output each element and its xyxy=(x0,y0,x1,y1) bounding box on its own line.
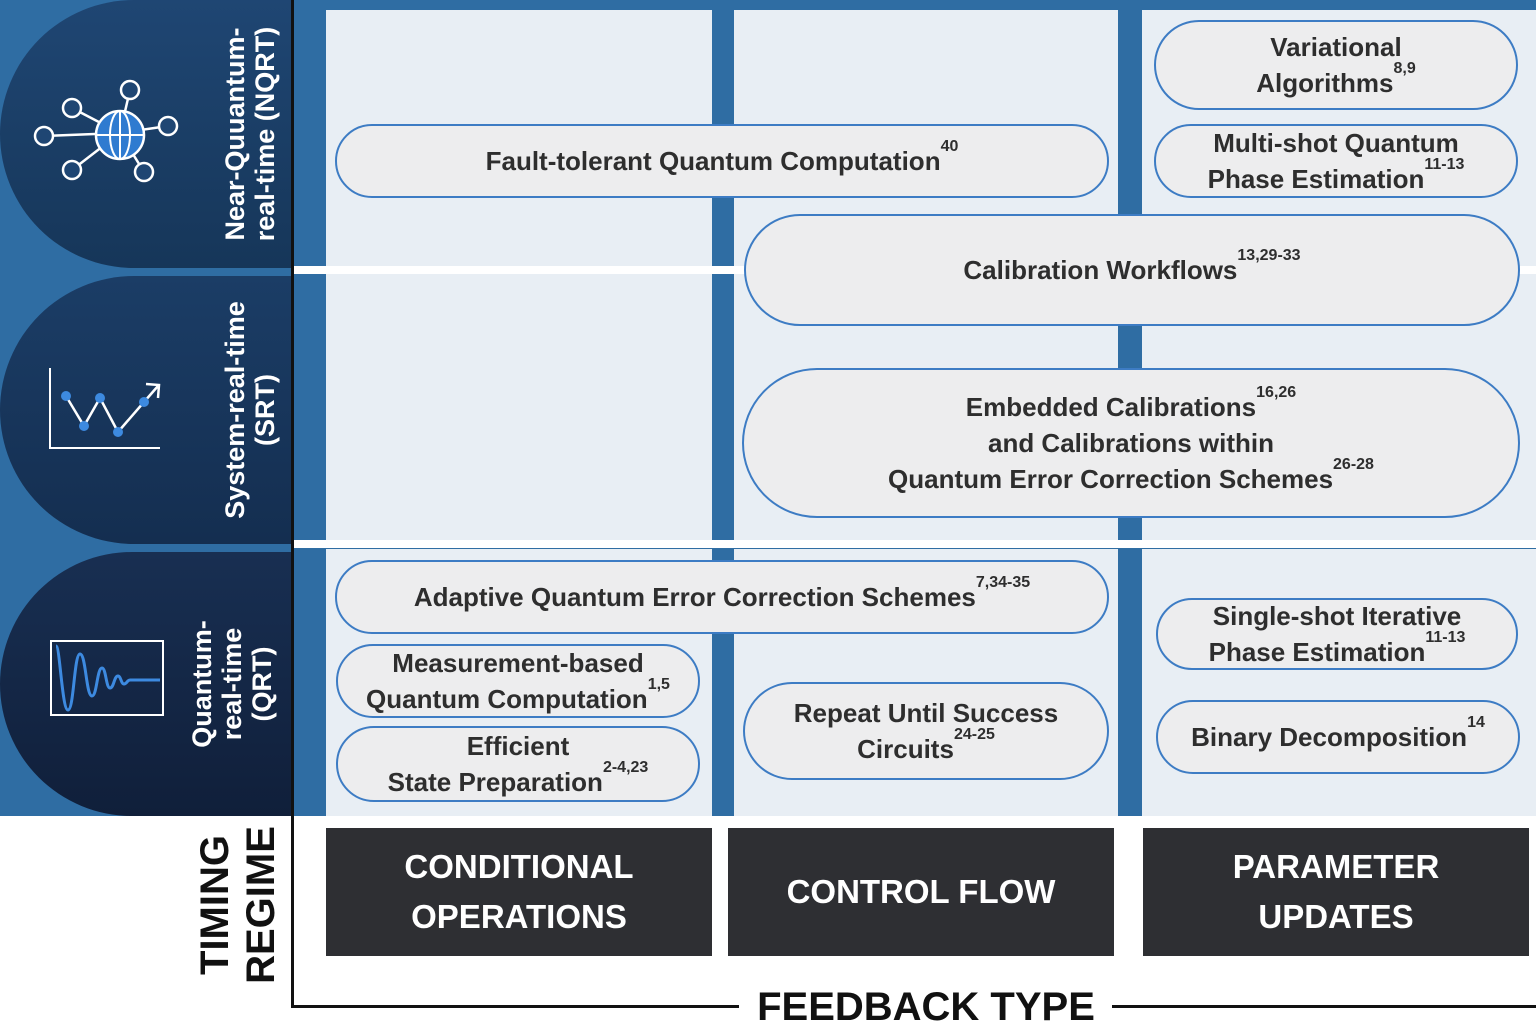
pill-embedded-calibrations: Embedded Calibrations16,26 and Calibrati… xyxy=(742,368,1520,518)
header-control-flow: CONTROL FLOW xyxy=(728,828,1114,956)
line-chart-icon xyxy=(49,368,161,449)
regime-tab-qrt: Quantum- real-time (QRT) xyxy=(0,552,294,816)
pill-variational-algorithms: Variational Algorithms8,9 xyxy=(1154,20,1518,110)
pill-single-shot-phase-estimation: Single-shot Iterative Phase Estimation11… xyxy=(1156,598,1518,670)
pill-adaptive-qec: Adaptive Quantum Error Correction Scheme… xyxy=(335,560,1109,634)
pill-multishot-phase-estimation: Multi-shot Quantum Phase Estimation11-13 xyxy=(1154,124,1518,198)
header-parameter-updates: PARAMETER UPDATES xyxy=(1143,828,1529,956)
regime-label-srt: System-real-time (SRT) xyxy=(220,301,280,519)
pill-efficient-state-preparation: Efficient State Preparation2-4,23 xyxy=(336,726,700,802)
pill-measurement-based-qc: Measurement-based Quantum Computation1,5 xyxy=(336,644,700,718)
regime-tab-nqrt: Near-Quuantum- real-time (NQRT) xyxy=(0,0,294,268)
header-conditional-operations: CONDITIONAL OPERATIONS xyxy=(326,828,712,956)
network-globe-icon xyxy=(33,79,179,183)
x-axis-line-left xyxy=(291,1005,739,1008)
pill-calibration-workflows: Calibration Workflows13,29-33 xyxy=(744,214,1520,326)
y-axis-line xyxy=(291,0,294,1008)
pill-binary-decomposition: Binary Decomposition14 xyxy=(1156,700,1520,774)
cell-conditional-nqrt-srt xyxy=(326,10,712,540)
regime-label-qrt: Quantum- real-time (QRT) xyxy=(187,620,277,748)
regime-label-nqrt: Near-Quuantum- real-time (NQRT) xyxy=(220,26,280,242)
damped-oscillation-icon xyxy=(50,640,164,716)
x-axis-label: FEEDBACK TYPE xyxy=(757,985,1095,1024)
regime-tab-srt: System-real-time (SRT) xyxy=(0,276,294,544)
pill-repeat-until-success: Repeat Until Success Circuits24-25 xyxy=(743,682,1109,780)
x-axis-line-right xyxy=(1112,1005,1536,1008)
y-axis-label: TIMING REGIME xyxy=(193,826,283,984)
cell-parameter-qrt xyxy=(1142,549,1536,816)
row-separator-2 xyxy=(294,540,1536,548)
pill-fault-tolerant-qc: Fault-tolerant Quantum Computation40 xyxy=(335,124,1109,198)
